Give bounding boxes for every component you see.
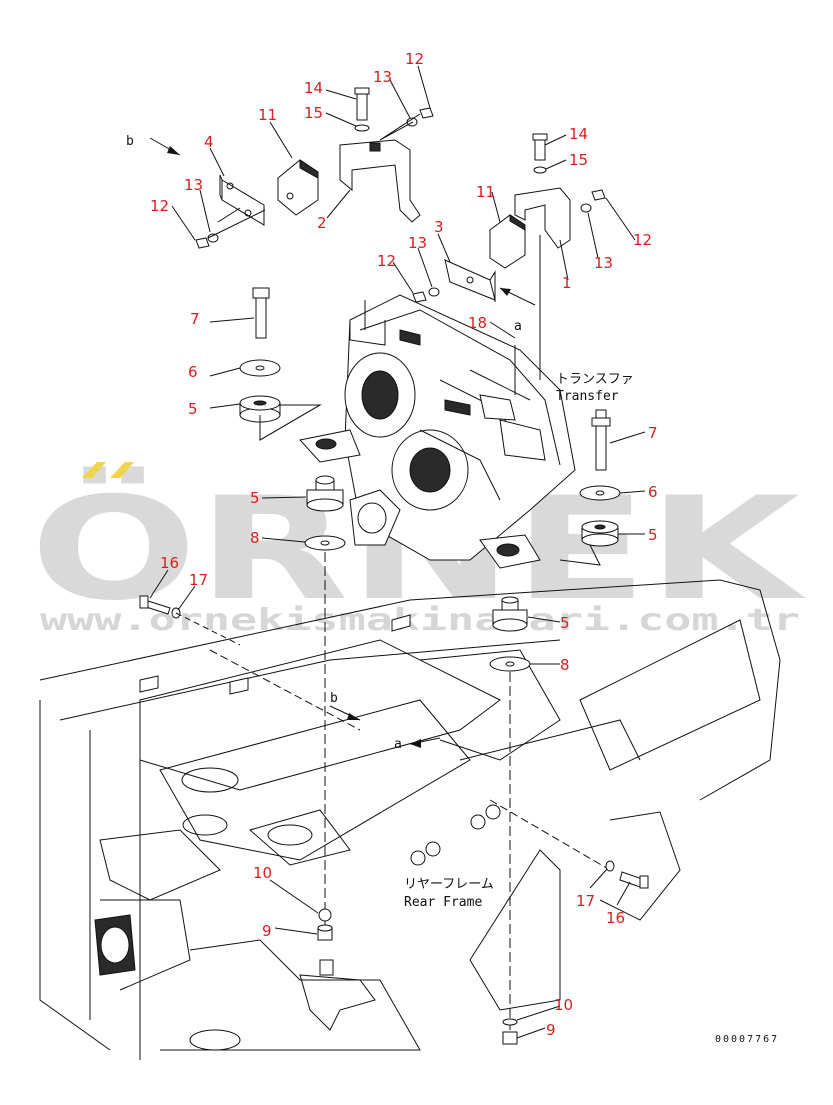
callout-16: 16 bbox=[606, 909, 625, 927]
callout-13: 13 bbox=[594, 254, 613, 272]
callout-6: 6 bbox=[648, 483, 658, 501]
drawing-code: 00007767 bbox=[715, 1034, 779, 1045]
watermark-dots bbox=[82, 462, 134, 478]
callout-11: 11 bbox=[476, 183, 495, 201]
transfer-label-en: Transfer bbox=[556, 389, 619, 404]
callout-12: 12 bbox=[150, 197, 169, 215]
rear-frame-label-en: Rear Frame bbox=[404, 895, 482, 910]
view-label-a: a bbox=[514, 319, 522, 334]
callout-16: 16 bbox=[160, 554, 179, 572]
callout-2: 2 bbox=[317, 214, 327, 232]
callout-3: 3 bbox=[434, 218, 444, 236]
part-callouts: 12 13 14 15 11 4 13 12 2 14 15 11 3 13 1… bbox=[150, 50, 658, 1039]
mount-stack-center bbox=[304, 475, 346, 941]
callout-12: 12 bbox=[405, 50, 424, 68]
view-label-a-frame: a bbox=[394, 737, 402, 752]
callout-8: 8 bbox=[250, 529, 260, 547]
transfer-housing-drawing bbox=[259, 235, 601, 569]
callout-14: 14 bbox=[569, 125, 588, 143]
callout-7: 7 bbox=[190, 310, 200, 328]
transfer-label-jp: トランスファ bbox=[556, 372, 634, 387]
callout-8: 8 bbox=[560, 656, 570, 674]
callout-4: 4 bbox=[204, 133, 214, 151]
callout-13: 13 bbox=[408, 234, 427, 252]
callout-5: 5 bbox=[250, 489, 260, 507]
callout-5: 5 bbox=[560, 614, 570, 632]
callout-13: 13 bbox=[373, 68, 392, 86]
mount-stack-lower-right bbox=[489, 596, 531, 1045]
callout-18: 18 bbox=[468, 314, 487, 332]
callout-13: 13 bbox=[184, 176, 203, 194]
bracket-assembly-right bbox=[412, 133, 606, 303]
view-label-b-frame: b bbox=[330, 691, 338, 706]
callout-6: 6 bbox=[188, 363, 198, 381]
callout-9: 9 bbox=[262, 922, 272, 940]
callout-10: 10 bbox=[253, 864, 272, 882]
callout-12: 12 bbox=[377, 252, 396, 270]
bracket-assembly-left bbox=[195, 87, 434, 249]
callout-9: 9 bbox=[546, 1021, 556, 1039]
callout-14: 14 bbox=[304, 79, 323, 97]
text-labels: b a b a トランスファ Transfer リヤーフレーム Rear Fra… bbox=[126, 134, 779, 1045]
rear-frame-drawing bbox=[39, 579, 781, 1060]
leader-lines bbox=[149, 65, 646, 1039]
callout-12: 12 bbox=[633, 231, 652, 249]
callout-15: 15 bbox=[569, 151, 588, 169]
bolts-16-17 bbox=[139, 595, 649, 889]
rear-frame-label-jp: リヤーフレーム bbox=[404, 877, 494, 892]
callout-7: 7 bbox=[648, 424, 658, 442]
callout-1: 1 bbox=[562, 274, 572, 292]
callout-15: 15 bbox=[304, 104, 323, 122]
mount-stack-right bbox=[579, 409, 621, 547]
callout-11: 11 bbox=[258, 106, 277, 124]
view-label-b: b bbox=[126, 134, 134, 149]
view-arrows bbox=[149, 137, 536, 748]
callout-17: 17 bbox=[189, 571, 208, 589]
callout-5: 5 bbox=[188, 400, 198, 418]
callout-17: 17 bbox=[576, 892, 595, 910]
mount-stack-left bbox=[239, 287, 321, 441]
callout-10: 10 bbox=[554, 996, 573, 1014]
callout-5: 5 bbox=[648, 526, 658, 544]
